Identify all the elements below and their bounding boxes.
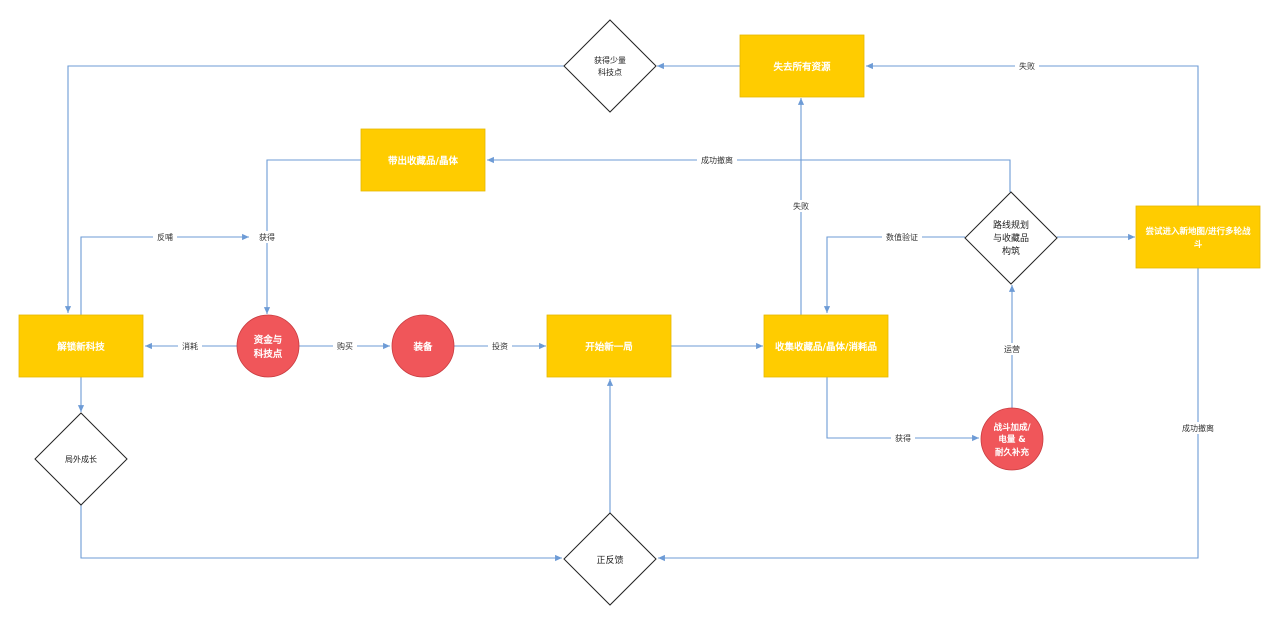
diamond-meta-growth[interactable]: 局外成长 (34, 412, 128, 506)
edge-new-map-to-lose-all (866, 62, 1199, 206)
edge-label-success-evac-top: 成功撤离 (701, 155, 733, 165)
box-collect[interactable]: 收集收藏品/晶体/消耗品 (763, 314, 889, 378)
edge-route-to-collect (823, 236, 965, 313)
edge-new-map-to-positive (658, 268, 1199, 562)
box-new-round-label: 开始新一局 (585, 341, 633, 353)
diamond-route-plan-label-2: 与收藏品 (993, 232, 1029, 244)
box-lose-all[interactable]: 失去所有资源 (739, 34, 865, 98)
diamond-positive-feedback[interactable]: 正反馈 (563, 512, 657, 606)
box-lose-all-label: 失去所有资源 (773, 61, 831, 73)
diamond-route-plan-label-1: 路线规划 (993, 219, 1029, 231)
edge-route-to-bring-out (487, 156, 1011, 192)
edge-label-fail-top: 失败 (1019, 61, 1035, 71)
diamond-gain-little-label-2: 科技点 (598, 67, 622, 77)
diamond-meta-growth-label: 局外成长 (65, 454, 97, 464)
circle-funds-tech-label-2: 科技点 (254, 348, 283, 360)
circle-equipment-label: 装备 (412, 341, 433, 353)
edge-label-buy: 购买 (337, 341, 353, 351)
box-bring-out[interactable]: 带出收藏品/晶体 (360, 128, 486, 192)
edge-meta-to-positive (80, 505, 562, 562)
box-bring-out-label: 带出收藏品/晶体 (388, 155, 458, 167)
edge-label-fail-mid: 失败 (793, 201, 809, 211)
edge-label-feedback: 反哺 (157, 232, 173, 242)
edge-label-operate: 运营 (1004, 344, 1020, 354)
box-new-round[interactable]: 开始新一局 (546, 314, 672, 378)
box-collect-label: 收集收藏品/晶体/消耗品 (775, 341, 877, 353)
connectors (64, 62, 1199, 562)
diamond-gain-little[interactable]: 获得少量 科技点 (563, 19, 657, 113)
edge-label-invest: 投资 (492, 341, 508, 351)
edge-label-consume: 消耗 (182, 341, 198, 351)
edge-gain-little-to-unlock (64, 65, 564, 313)
diamond-route-plan-label-3: 构筑 (1002, 245, 1020, 257)
edge-bring-out-to-funds (263, 159, 361, 314)
edge-unlock-feedback (80, 233, 249, 315)
diamond-gain-little-label-1: 获得少量 (594, 55, 626, 65)
circle-combat-bonus[interactable]: 战斗加成/ 电量 & 耐久补充 (980, 407, 1044, 471)
box-unlock-tech[interactable]: 解锁新科技 (18, 314, 144, 378)
edge-label-success-evac-right: 成功撤离 (1182, 423, 1214, 433)
circle-combat-bonus-label-2: 电量 & (998, 434, 1026, 445)
edge-collect-to-combat (826, 377, 979, 442)
diamond-positive-feedback-label: 正反馈 (596, 554, 623, 566)
box-unlock-tech-label: 解锁新科技 (57, 341, 105, 353)
circle-combat-bonus-label-3: 耐久补充 (995, 447, 1030, 458)
box-try-new-map-label-2: 斗 (1194, 240, 1203, 250)
edge-labels: 消耗 购买 投资 反哺 获得 成功撤离 失败 失败 数值验证 运营 获得 成功撤… (153, 60, 1218, 444)
box-try-new-map-label-1: 尝试进入新地图/进行多轮战 (1145, 226, 1251, 237)
edge-label-obtain-bottom: 获得 (895, 433, 911, 443)
circle-combat-bonus-label-1: 战斗加成/ (993, 422, 1031, 433)
diamond-route-plan[interactable]: 路线规划 与收藏品 构筑 (964, 191, 1058, 285)
edge-label-value-verify: 数值验证 (886, 232, 918, 242)
circle-equipment[interactable]: 装备 (391, 314, 455, 378)
edge-label-obtain-top: 获得 (259, 232, 275, 242)
box-try-new-map[interactable]: 尝试进入新地图/进行多轮战 斗 (1135, 205, 1261, 269)
circle-funds-tech[interactable]: 资金与 科技点 (236, 314, 300, 378)
circle-funds-tech-label-1: 资金与 (254, 334, 283, 346)
